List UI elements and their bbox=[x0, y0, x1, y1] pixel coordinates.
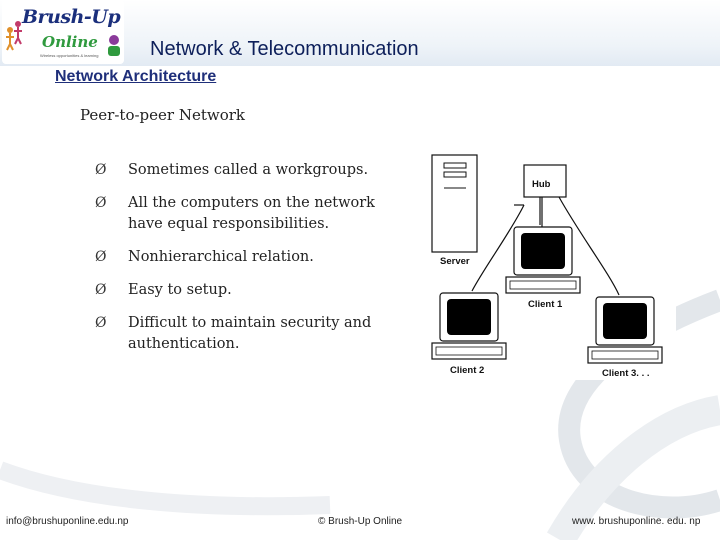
footer-copyright: © Brush-Up Online bbox=[318, 516, 403, 527]
arrow-bullet-icon: Ø bbox=[95, 282, 107, 298]
bullet-item: Ø All the computers on the network have … bbox=[95, 193, 395, 235]
bullet-item: Ø Sometimes called a workgroups. bbox=[95, 160, 395, 181]
bullet-item: Ø Nonhierarchical relation. bbox=[95, 247, 395, 268]
bullet-text: Nonhierarchical relation. bbox=[128, 249, 314, 265]
logo-figures-icon bbox=[6, 21, 120, 56]
arrow-bullet-icon: Ø bbox=[95, 315, 107, 331]
client2-label: Client 2 bbox=[450, 365, 484, 376]
network-links bbox=[471, 196, 620, 296]
bullet-item: Ø Difficult to maintain security and aut… bbox=[95, 313, 395, 355]
logo-tagline: Wireless opportunities & learning bbox=[40, 53, 99, 58]
server-label: Server bbox=[440, 256, 470, 267]
footer-website: www. brushuponline. edu. np bbox=[572, 516, 701, 527]
brand-logo: Brush-Up Online Wireless opportunities &… bbox=[2, 0, 124, 64]
peer-to-peer-diagram: Server Hub Client 1 Client 2 bbox=[414, 143, 676, 380]
client3-computer-icon bbox=[587, 296, 663, 364]
arrow-bullet-icon: Ø bbox=[95, 249, 107, 265]
client1-computer-icon bbox=[505, 226, 581, 294]
hub-label: Hub bbox=[532, 179, 551, 190]
client1-label: Client 1 bbox=[528, 299, 563, 310]
arrow-bullet-icon: Ø bbox=[95, 195, 107, 211]
hub-icon bbox=[523, 164, 567, 198]
footer-email: info@brushuponline.edu.np bbox=[6, 516, 129, 527]
logo-text-online: Online bbox=[42, 33, 98, 51]
arrow-bullet-icon: Ø bbox=[95, 162, 107, 178]
bullet-list: Ø Sometimes called a workgroups. Ø All t… bbox=[95, 160, 395, 367]
bullet-text: Difficult to maintain security and authe… bbox=[128, 315, 372, 352]
logo-text-brush-up: Brush-Up bbox=[22, 6, 121, 28]
server-icon bbox=[431, 154, 478, 253]
client3-label: Client 3. . . bbox=[602, 368, 650, 379]
topic-heading: Peer-to-peer Network bbox=[80, 106, 245, 124]
section-subtitle: Network Architecture bbox=[55, 68, 217, 85]
slide-title: Network & Telecommunication bbox=[150, 38, 419, 60]
bullet-text: Easy to setup. bbox=[128, 282, 232, 298]
bullet-item: Ø Easy to setup. bbox=[95, 280, 395, 301]
bullet-text: All the computers on the network have eq… bbox=[128, 195, 375, 232]
bullet-text: Sometimes called a workgroups. bbox=[128, 162, 369, 178]
client2-computer-icon bbox=[431, 292, 507, 360]
